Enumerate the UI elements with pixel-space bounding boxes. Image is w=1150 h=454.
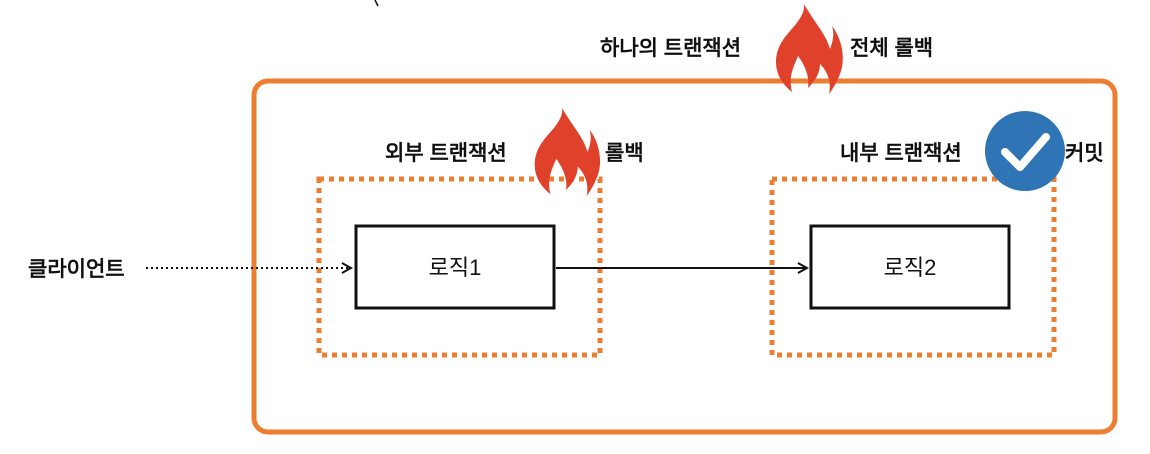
outer-transaction-scope (316, 176, 603, 358)
logic2-box (809, 224, 1011, 310)
outer-transaction-label: 하나의 트랜잭션 (600, 37, 741, 60)
outer-transaction-label-left: 외부 트랜잭션 (385, 142, 507, 165)
fire-icon (534, 108, 601, 196)
stray-mark (374, 0, 379, 7)
client-label: 클라이언트 (28, 258, 125, 281)
inner-transaction-label: 내부 트랜잭션 (840, 142, 962, 165)
logic1-label: 로직1 (429, 255, 482, 280)
fire-icon (776, 4, 843, 94)
logic1-box (354, 224, 556, 310)
outer-transaction-result: 전체 롤백 (850, 37, 933, 60)
commit-label: 커밋 (1065, 142, 1104, 165)
check-circle-icon (985, 111, 1065, 191)
rollback-label: 롤백 (605, 142, 644, 165)
logic2-label: 로직2 (884, 255, 937, 280)
inner-transaction-scope (769, 176, 1057, 358)
outer-transaction-box (251, 78, 1118, 435)
